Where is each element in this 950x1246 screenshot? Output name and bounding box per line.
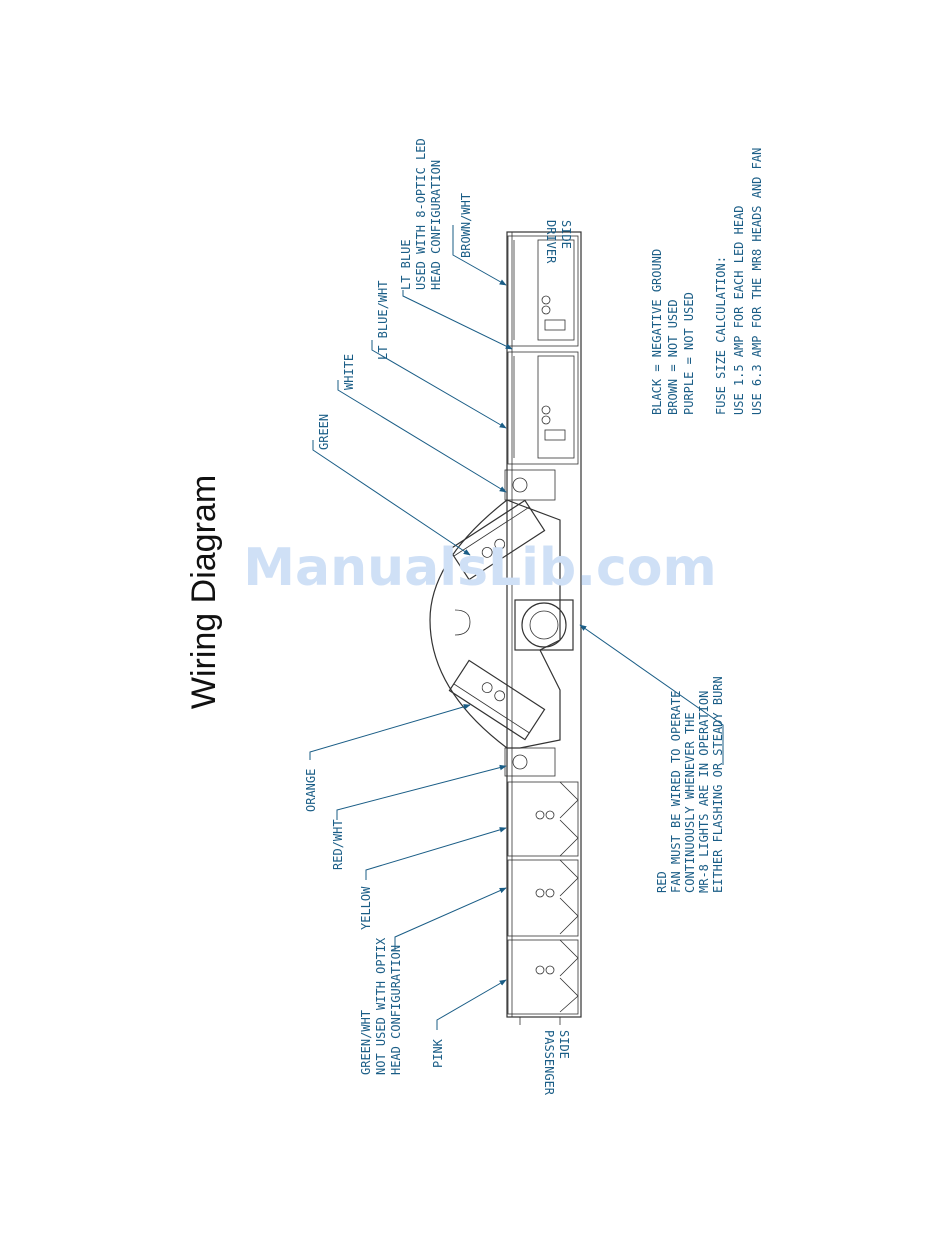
label-brown-wht: BROWN/WHT [459,193,473,258]
fuse-led: USE 1.5 AMP FOR EACH LED HEAD [732,205,746,415]
fuse-mr8: USE 6.3 AMP FOR THE MR8 HEADS AND FAN [750,148,764,415]
label-red: RED [655,871,669,893]
label-lt-blue-2: USED WITH 8-OPTIC LED [414,138,428,290]
page-title: Wiring Diagram [185,475,223,709]
label-yellow: YELLOW [359,886,373,930]
watermark: ManualsLib.com [243,538,716,598]
label-lt-blue-1: LT BLUE [399,239,413,290]
legend-purple: PURPLE = NOT USED [682,292,696,415]
legend-brown: BROWN = NOT USED [666,299,680,415]
leader-lines [309,225,724,1030]
fan-note-3: MR-8 LIGHTS ARE IN OPERATION [697,691,711,893]
fuse-title: FUSE SIZE CALCULATION: [714,256,728,415]
label-lt-blue-3: HEAD CONFIGURATION [429,160,443,290]
fan-note-4: EITHER FLASHING OR STEADY BURN [711,676,725,893]
label-green: GREEN [317,414,331,450]
label-green-wht-1: GREEN/WHT [359,1010,373,1075]
passenger-side-label-2: SIDE [557,1030,571,1059]
light-bar-drawing [429,231,582,1025]
passenger-side-label-1: PASSENGER [542,1030,556,1096]
label-white: WHITE [342,354,356,390]
driver-side-label-2: SIDE [559,220,573,249]
driver-side-label-1: DRIVER [544,220,558,264]
fan-note-1: FAN MUST BE WIRED TO OPERATE [669,691,683,893]
label-lt-blue-wht: LT BLUE/WHT [376,281,390,360]
label-green-wht-3: HEAD CONFIGURATION [389,945,403,1075]
label-pink: PINK [431,1038,445,1068]
label-orange: ORANGE [304,769,318,812]
label-red-wht: RED/WHT [331,819,345,870]
label-green-wht-2: NOT USED WITH OPTIX [374,937,388,1075]
legend-black: BLACK = NEGATIVE GROUND [650,249,664,415]
fan-note-2: CONTINUOUSLY WHENEVER THE [683,712,697,893]
fan-icon [514,599,574,651]
